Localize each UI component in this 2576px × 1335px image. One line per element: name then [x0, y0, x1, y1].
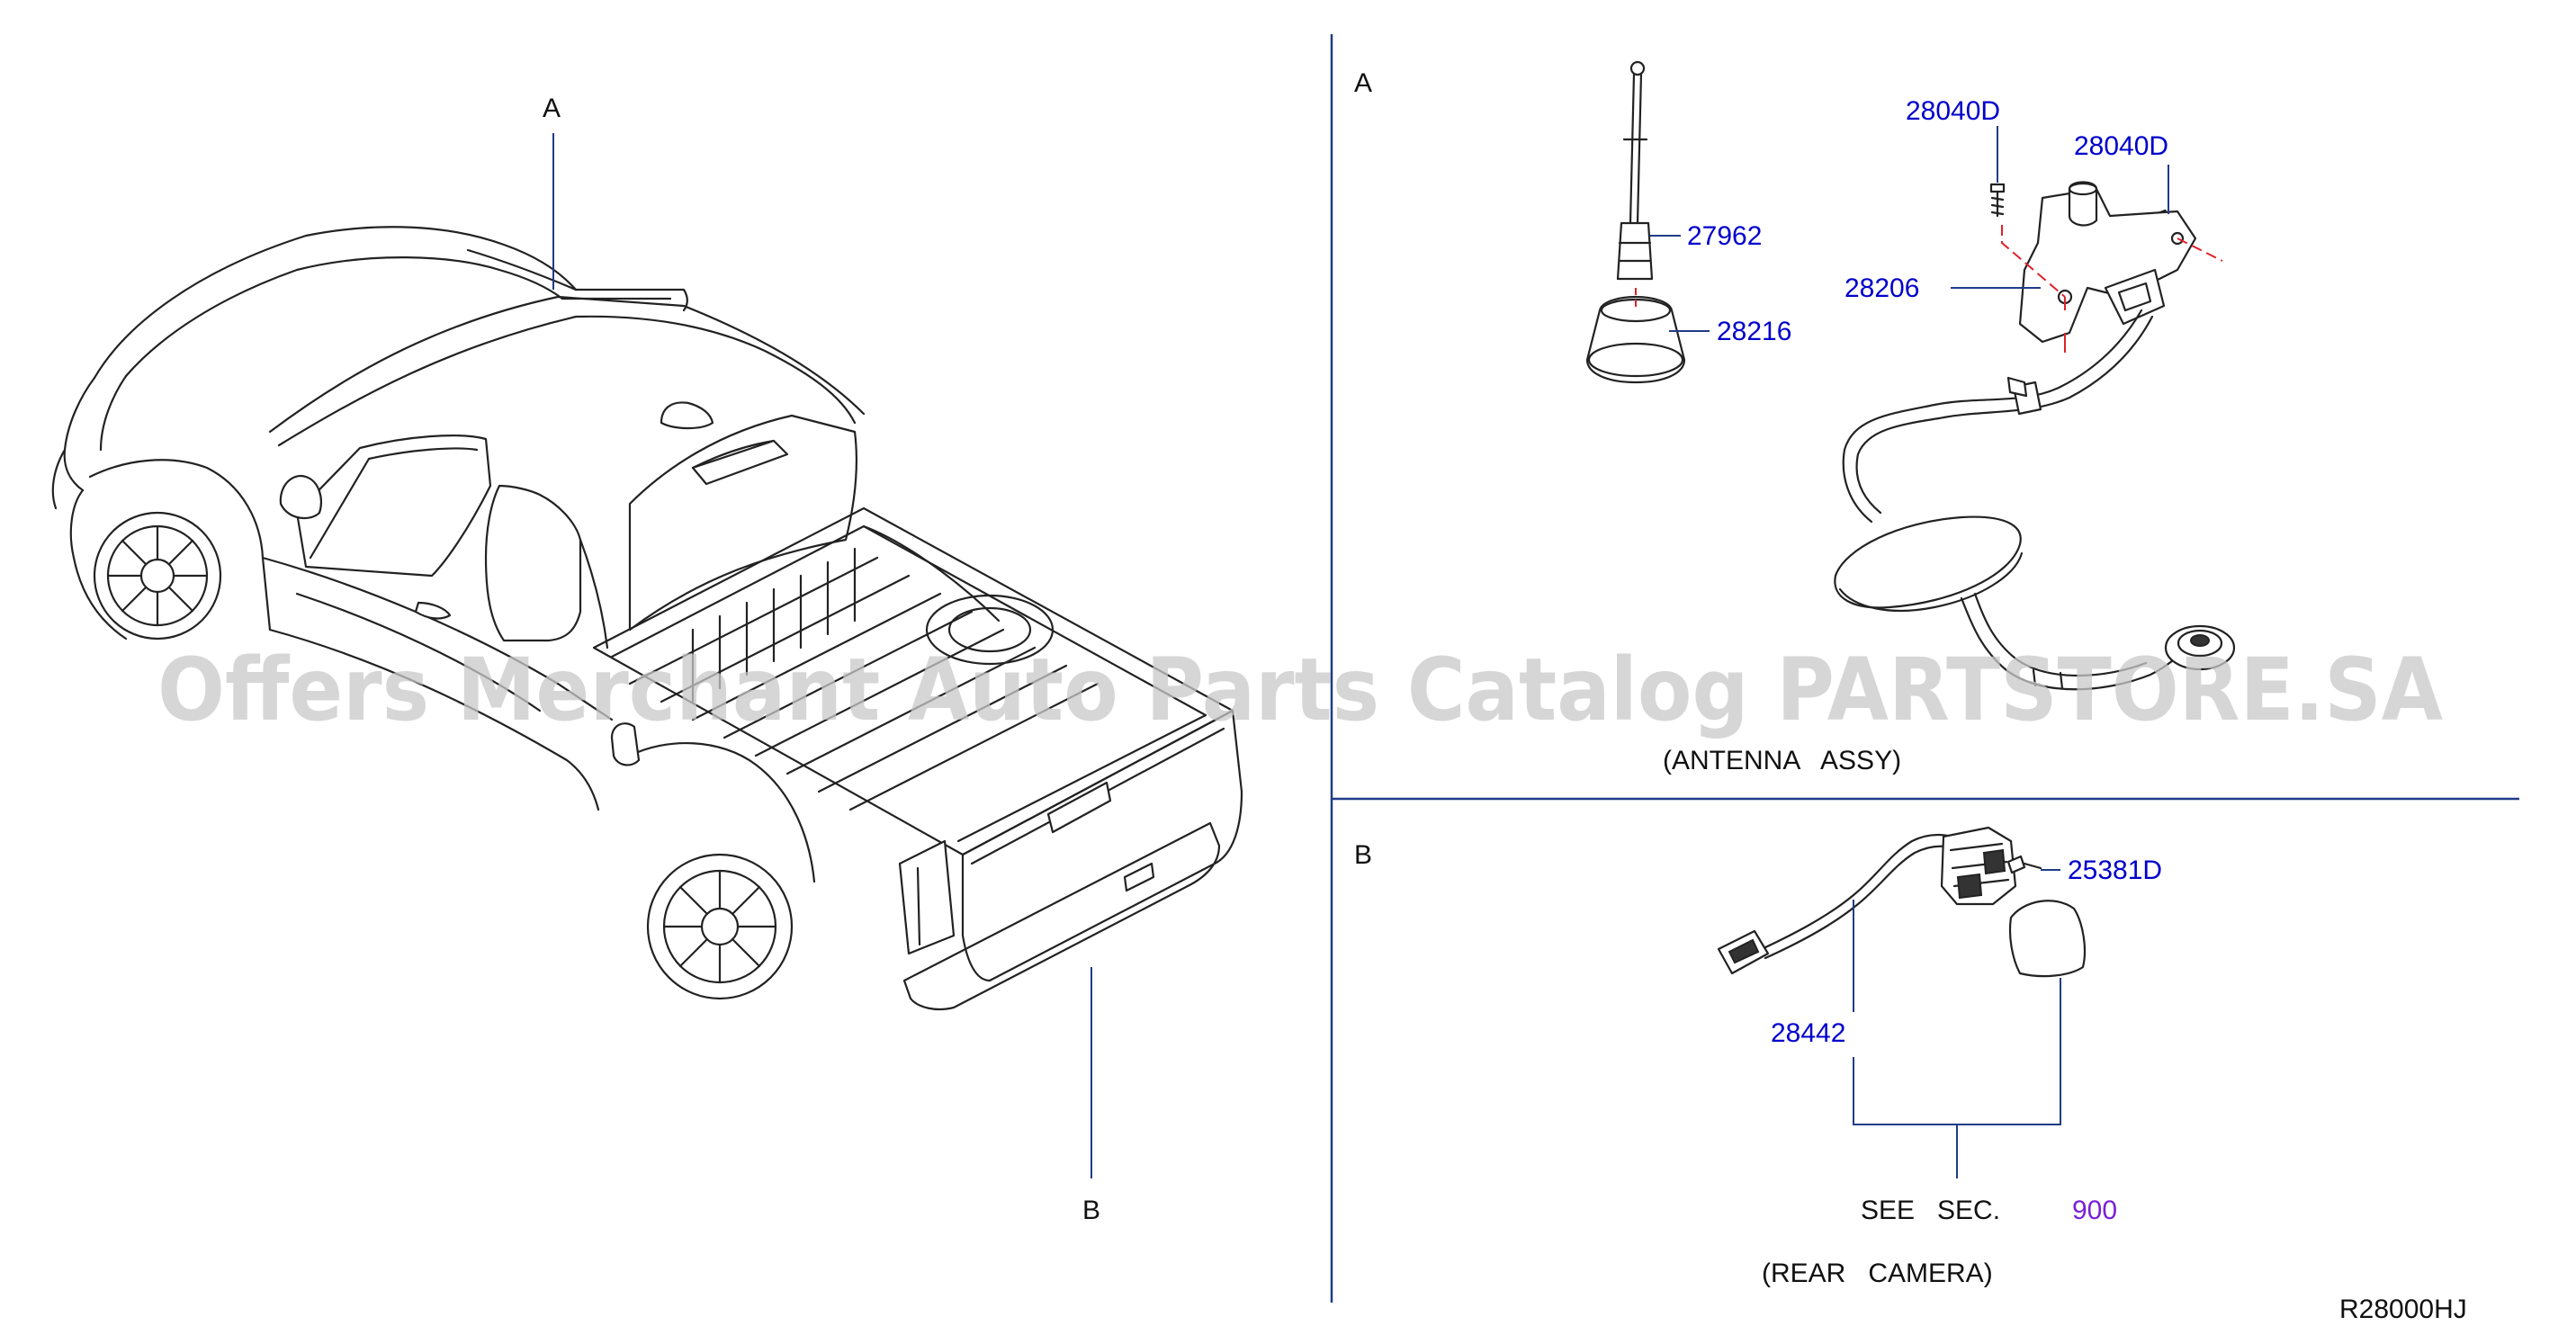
camera-harness-28442: [1717, 826, 2087, 978]
truck-callout-a: A: [543, 94, 561, 123]
part-28206: 28206: [1844, 273, 1919, 303]
see-sec-bracket: [1853, 978, 2061, 1125]
antenna-base-28216: [1585, 288, 1686, 384]
see-sec-label: SEE SEC.: [1861, 1196, 2000, 1225]
rear-camera-caption: (REAR CAMERA): [1762, 1259, 1993, 1288]
part-28216: 28216: [1717, 317, 1791, 346]
truck-callout-b: B: [1082, 1196, 1100, 1225]
diagram-code: R28000HJ: [2339, 1295, 2467, 1324]
part-27962: 27962: [1687, 221, 1762, 251]
watermark-text: Offers Merchant Auto Parts Catalog PARTS…: [157, 640, 2443, 740]
antenna-assy-caption: (ANTENNA ASSY): [1663, 746, 1901, 775]
antenna-rod-27962: [1616, 60, 1654, 281]
section-b-tag: B: [1354, 840, 1372, 870]
truck-illustration: [51, 226, 1243, 1011]
part-28040d-1: 28040D: [1906, 96, 2000, 126]
section-a-tag: A: [1354, 68, 1372, 98]
antenna-feeder-28206: [1834, 181, 2236, 691]
part-28040d-2: 28040D: [2074, 131, 2168, 161]
truck-callout-leaders: [552, 133, 1092, 1178]
part-28442: 28442: [1771, 1018, 1845, 1048]
section-ref-900[interactable]: 900: [2072, 1196, 2117, 1225]
bolt-28040d-1: [1989, 183, 2006, 218]
panel-dividers: [1330, 34, 2519, 1303]
part-25381d: 25381D: [2068, 856, 2162, 885]
